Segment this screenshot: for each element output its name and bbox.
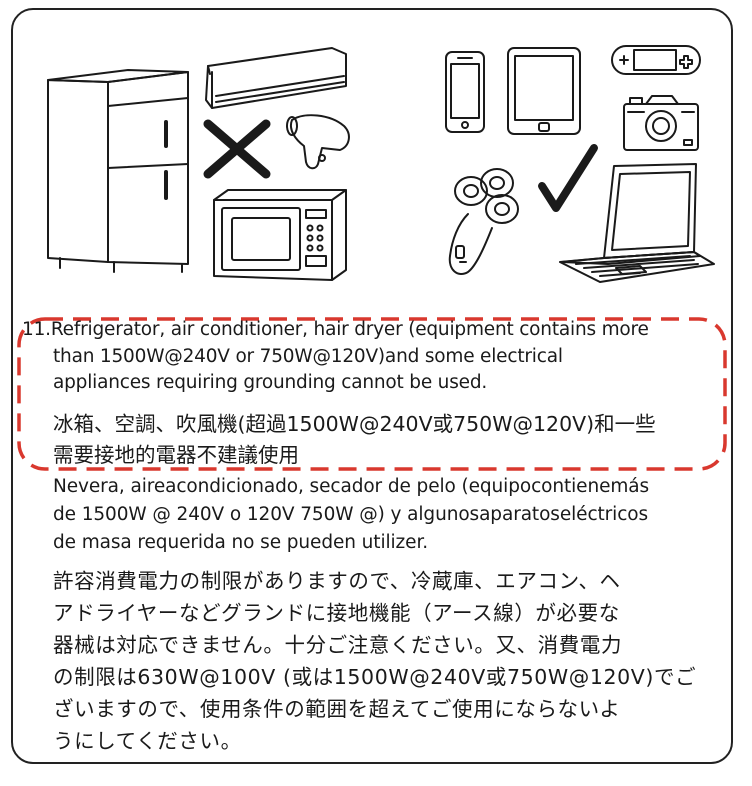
smartphone-icon bbox=[445, 51, 485, 133]
notice-chinese-line: 需要接地的電器不建議使用 bbox=[53, 443, 299, 467]
game-console-icon bbox=[611, 45, 701, 75]
electric-shaver-icon bbox=[448, 168, 519, 275]
highlight-dashed-box bbox=[17, 317, 727, 471]
notice-english-line: 11.Refrigerator, air conditioner, hair d… bbox=[22, 319, 649, 340]
laptop-icon bbox=[559, 163, 715, 283]
notice-japanese-line: ざいますので、使用条件の範囲を超えてご使用にならないよ bbox=[53, 697, 621, 721]
notice-japanese-line: の制限は630W@100V (或は1500W@240V或750W@120V)でご bbox=[53, 665, 697, 689]
notice-spanish-line: Nevera, aireacondicionado, secador de pe… bbox=[53, 476, 650, 497]
cross-mark-icon bbox=[203, 119, 271, 179]
air-conditioner-icon bbox=[205, 47, 347, 109]
notice-chinese-line: 冰箱、空調、吹風機(超過1500W@240V或750W@120V)和一些 bbox=[53, 412, 656, 436]
notice-english-line: than 1500W@240V or 750W@120V)and some el… bbox=[53, 346, 563, 367]
notice-japanese-line: アドライヤーなどグランドに接地機能（アース線）が必要な bbox=[53, 601, 620, 625]
tablet-icon bbox=[507, 47, 581, 135]
check-mark-icon bbox=[538, 144, 598, 212]
appliance-illustrations bbox=[47, 45, 715, 283]
refrigerator-icon bbox=[47, 69, 189, 273]
camera-icon bbox=[623, 95, 699, 151]
notice-japanese-line: うにしてください。 bbox=[53, 729, 242, 753]
notice-japanese-line: 器械は対応できません。十分ご注意ください。又、消費電力 bbox=[53, 633, 623, 657]
notice-japanese-line: 許容消費電力の制限がありますので、冷蔵庫、エアコン、ヘ bbox=[53, 569, 621, 593]
notice-english-line: appliances requiring grounding cannot be… bbox=[53, 372, 488, 393]
microwave-icon bbox=[213, 189, 347, 281]
notice-spanish-line: de masa requerida no se pueden utilizer. bbox=[53, 532, 429, 553]
hair-dryer-icon bbox=[286, 114, 350, 170]
notice-spanish-line: de 1500W @ 240V o 120V 750W @) y algunos… bbox=[53, 504, 649, 525]
